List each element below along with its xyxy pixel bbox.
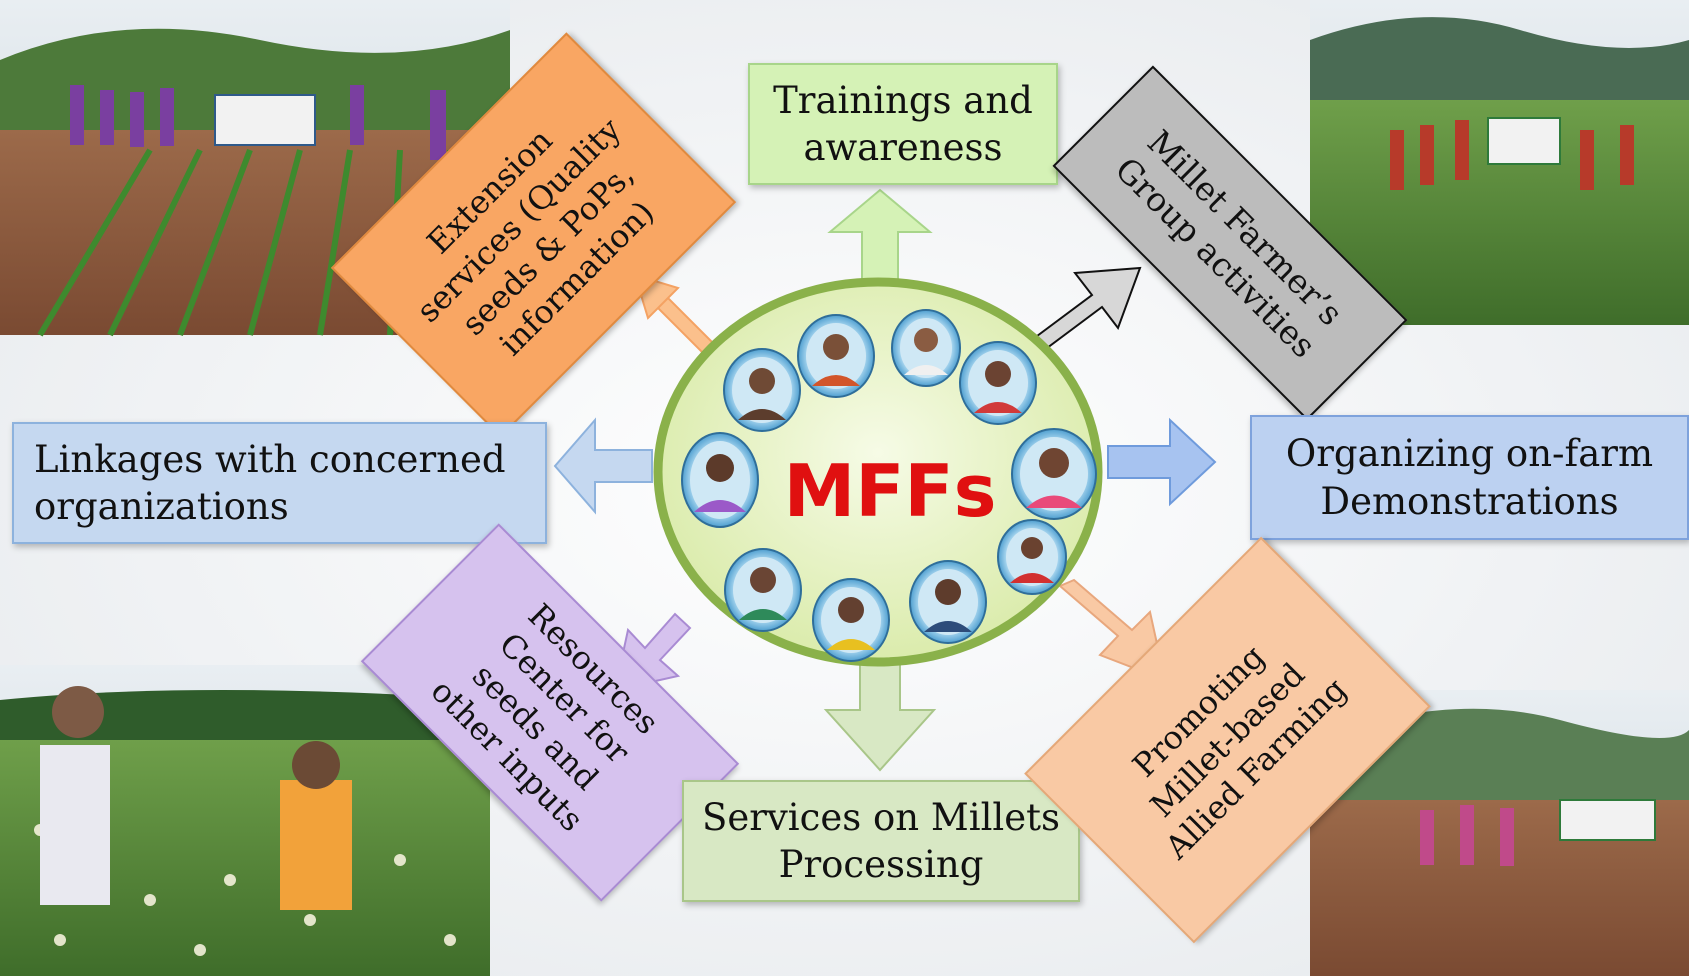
member-photo: [797, 314, 875, 398]
member-photo: [1011, 428, 1097, 520]
photo-field-bottom-left: [0, 665, 490, 976]
member-photo: [723, 348, 801, 432]
box-trainings-label: Trainings and awareness: [773, 78, 1033, 169]
mffs-label: MFFs: [783, 449, 997, 533]
member-photo: [891, 309, 961, 387]
member-photo: [909, 560, 987, 644]
box-linkages-label: Linkages with concerned organizations: [34, 437, 506, 528]
member-photo: [812, 578, 890, 662]
member-photo: [997, 519, 1067, 595]
arrow-to-demonstrations: [1107, 417, 1217, 507]
box-millets-processing: Services on Millets Processing: [682, 780, 1080, 902]
photo-field-top-right: [1310, 0, 1689, 325]
member-photo: [724, 548, 802, 632]
arrow-to-linkages: [553, 417, 653, 515]
box-demonstrations: Organizing on-farm Demonstrations: [1250, 415, 1689, 540]
member-photo: [681, 432, 759, 528]
box-linkages: Linkages with concerned organizations: [12, 422, 547, 544]
box-demonstrations-label: Organizing on-farm Demonstrations: [1285, 432, 1654, 523]
member-photo: [959, 341, 1037, 425]
box-processing-label: Services on Millets Processing: [701, 795, 1061, 886]
box-trainings-awareness: Trainings and awareness: [748, 63, 1058, 185]
